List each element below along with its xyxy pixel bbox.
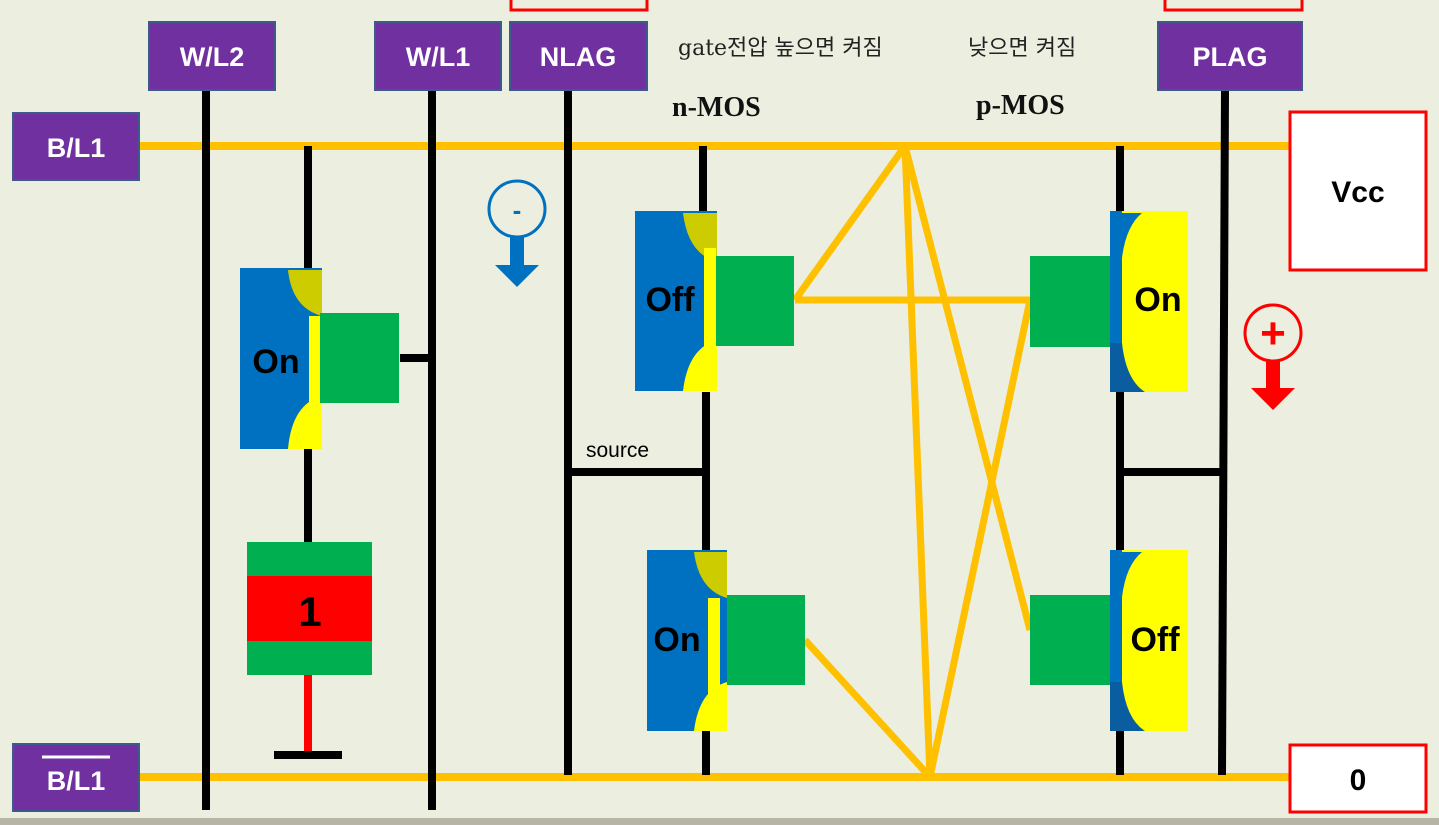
pmos-note: 낮으면 켜짐: [968, 36, 1076, 61]
pmos-top-state: On: [1134, 281, 1181, 319]
source-label: source: [586, 439, 649, 462]
plus-arrow-shaft: [1266, 361, 1280, 389]
plus-arrow-head: [1251, 388, 1295, 410]
zero-box: 0: [1288, 743, 1428, 814]
bl1-bar-text: B/L1: [47, 766, 106, 796]
access-state: On: [252, 343, 299, 381]
wl2-text: W/L2: [180, 42, 245, 72]
nmos-bottom-state: On: [653, 621, 700, 659]
nmos-bottom-transistor: On: [647, 550, 805, 731]
nmos-top-state: Off: [645, 281, 695, 319]
bl1-bar-label: B/L1: [12, 743, 140, 812]
storage-capacitor: 1: [247, 542, 372, 675]
bl1-text: B/L1: [47, 133, 106, 163]
zero-text: 0: [1350, 764, 1367, 797]
pmos-title: p-MOS: [976, 90, 1065, 121]
minus-charge-indicator: -: [487, 179, 547, 287]
bl1-label: B/L1: [12, 112, 140, 181]
pmos-bottom-state: Off: [1130, 621, 1180, 659]
minus-arrow-shaft: [510, 237, 524, 267]
nlag-label: NLAG: [509, 21, 648, 91]
vcc-text: Vcc: [1331, 176, 1384, 209]
wl2-label: W/L2: [148, 21, 276, 91]
capacitor-value: 1: [298, 588, 321, 635]
plus-sign: +: [1260, 309, 1286, 358]
nmos-top-transistor: Off: [635, 211, 794, 391]
wl1-label: W/L1: [374, 21, 502, 91]
plag-text: PLAG: [1192, 42, 1267, 72]
nlag-text: NLAG: [540, 42, 617, 72]
top-red-box-right: [1163, 0, 1304, 12]
top-red-box-left: [509, 0, 649, 12]
vertical-wires: [202, 89, 1229, 810]
access-transistor: On: [240, 268, 399, 449]
vcc-box: Vcc: [1288, 110, 1428, 272]
minus-sign: -: [513, 195, 522, 225]
plag-label: PLAG: [1157, 21, 1303, 91]
nmos-title: n-MOS: [672, 92, 761, 123]
wl1-text: W/L1: [406, 42, 471, 72]
minus-arrow-head: [495, 265, 539, 287]
bottom-edge-strip: [0, 818, 1439, 825]
pmos-bottom-transistor: Off: [1030, 550, 1188, 731]
cross-couple-wires: [792, 143, 1034, 780]
nmos-note: gate전압 높으면 켜짐: [678, 36, 883, 61]
plus-charge-indicator: +: [1243, 303, 1303, 410]
pmos-top-transistor: On: [1030, 211, 1188, 392]
